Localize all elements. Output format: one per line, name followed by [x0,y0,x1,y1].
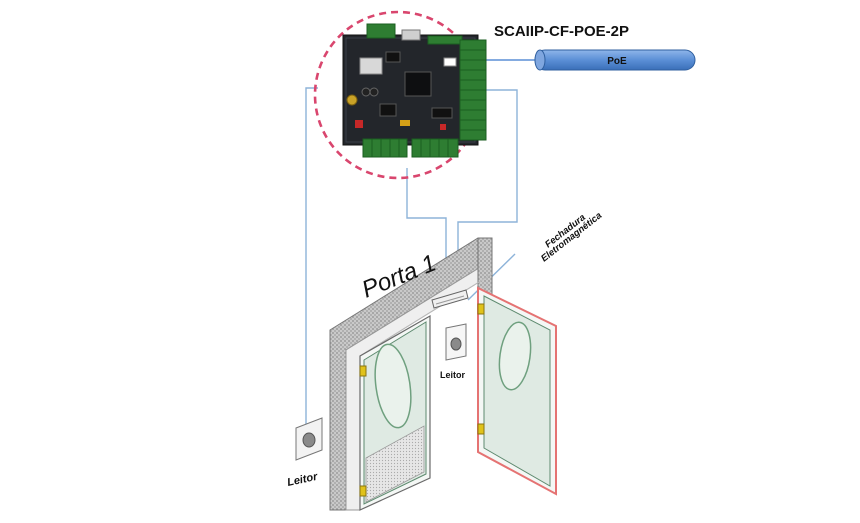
controller-board [342,23,487,158]
left-reader [295,417,323,461]
controller-label: SCAIIP-CF-POE-2P [494,23,629,40]
terminal-top-2 [401,29,421,41]
reader-center-label: Leitor [440,370,465,380]
door-left [359,314,431,511]
wire-left-reader [305,87,318,424]
door-right-window [498,321,532,391]
door-left-window [374,343,412,429]
poe-label: PoE [607,56,627,67]
terminal-bottom-2 [411,138,459,158]
terminal-top-1 [366,23,396,39]
reader-left-label: Leitor [286,471,319,489]
door-right [477,286,557,496]
electromagnetic-lock [431,289,469,309]
center-reader [445,323,467,361]
wire-center-reader [457,89,518,300]
terminal-bottom-1 [362,138,408,158]
main-chip [404,71,432,97]
poe-cable: PoE [483,49,696,71]
